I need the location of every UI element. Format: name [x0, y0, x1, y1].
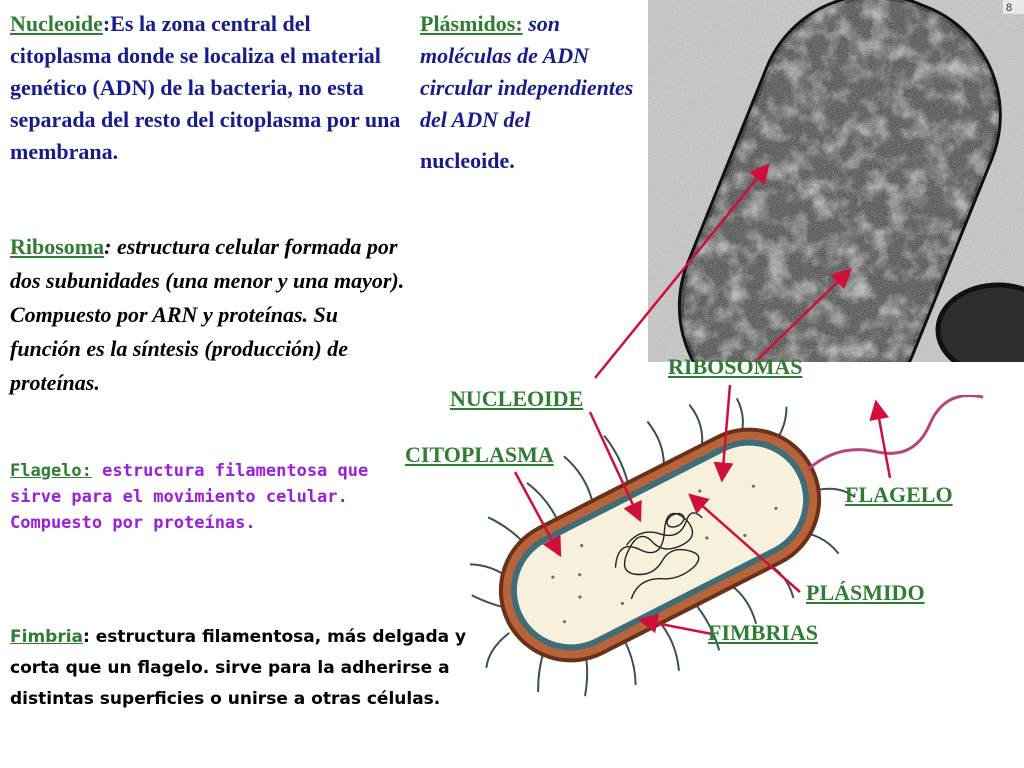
bacterium-micrograph: 8 [648, 0, 1024, 362]
label-nucleoide: NUCLEOIDE [450, 386, 584, 411]
flagelo-text: estructura filamentosa que sirve para el… [10, 461, 369, 533]
plasmidos-definition: Plásmidos: son moléculas de ADN circular… [420, 8, 645, 186]
plasmidos-term: Plásmidos: [420, 11, 523, 36]
label-plasmido: PLÁSMIDO [806, 580, 925, 605]
ribosoma-text: : estructura celular formada por dos sub… [10, 234, 405, 395]
ribosoma-definition: Ribosoma: estructura celular formada por… [10, 230, 410, 400]
label-fimbrias: FIMBRIAS [708, 620, 819, 645]
nucleoide-text: :Es la zona central del citoplasma donde… [10, 11, 401, 164]
label-ribosomas: RIBOSOMAS [668, 354, 803, 379]
flagelo-definition: Flagelo: estructura filamentosa que sirv… [10, 458, 410, 536]
fimbria-text: : estructura filamentosa, más delgada y … [10, 627, 467, 709]
plasmidos-text: son moléculas de ADN circular independie… [420, 11, 634, 132]
fimbria-term: Fimbria [10, 627, 84, 647]
label-citoplasma: CITOPLASMA [405, 442, 554, 467]
ribosoma-term: Ribosoma [10, 234, 105, 259]
nucleoide-definition: Nucleoide:Es la zona central del citopla… [10, 8, 405, 168]
flagelo-term: Flagelo: [10, 461, 92, 481]
svg-text:8: 8 [1006, 2, 1012, 14]
plasmidos-tail: nucleoide. [420, 148, 515, 173]
fimbria-definition: Fimbria: estructura filamentosa, más del… [10, 622, 500, 715]
nucleoide-term: Nucleoide [10, 11, 103, 36]
label-flagelo: FLAGELO [845, 482, 953, 507]
